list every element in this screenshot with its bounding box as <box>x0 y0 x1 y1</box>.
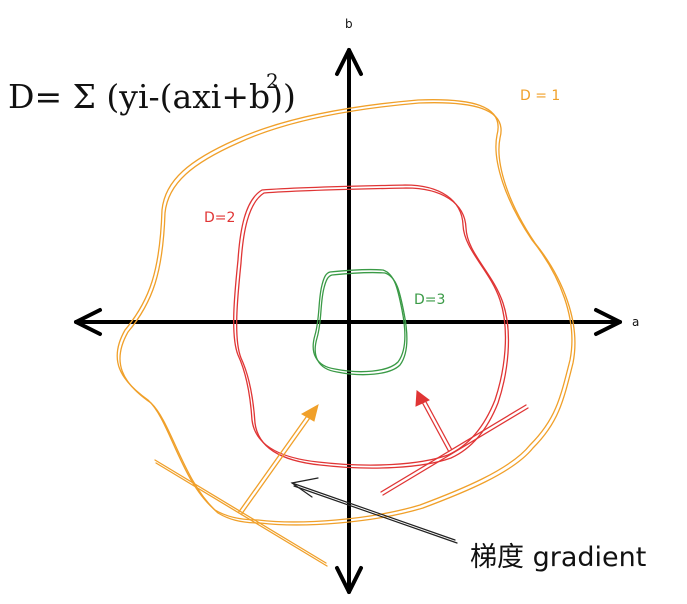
gradient-label: 梯度 gradient <box>470 542 646 573</box>
formula-exponent: 2 <box>266 69 279 93</box>
y-axis-top-arrow <box>335 48 363 76</box>
orange-tangent-line <box>154 459 328 567</box>
contour-d2 <box>233 184 510 469</box>
x-axis-label: a <box>632 315 639 329</box>
contour-d3 <box>312 268 408 376</box>
red-gradient-arrow <box>415 390 453 453</box>
contour-d2-label: D=2 <box>204 210 235 226</box>
x-axis-left-arrow <box>74 308 102 336</box>
orange-gradient-arrow <box>237 403 319 516</box>
x-axis-right-arrow <box>594 308 622 336</box>
formula-main: D= Σ (yi-(axi+b)) <box>8 77 296 116</box>
contour-d1 <box>116 99 576 526</box>
contour-d1-label: D = 1 <box>520 88 560 104</box>
loss-formula: D= Σ (yi-(axi+b)) 2 <box>8 69 296 116</box>
y-axis-label: b <box>345 17 353 31</box>
gradient-pointer-arrow <box>290 477 458 544</box>
red-tangent-line <box>380 404 529 496</box>
axes <box>74 48 622 594</box>
y-axis-bottom-arrow <box>335 566 363 594</box>
contour-d3-label: D=3 <box>414 292 445 308</box>
